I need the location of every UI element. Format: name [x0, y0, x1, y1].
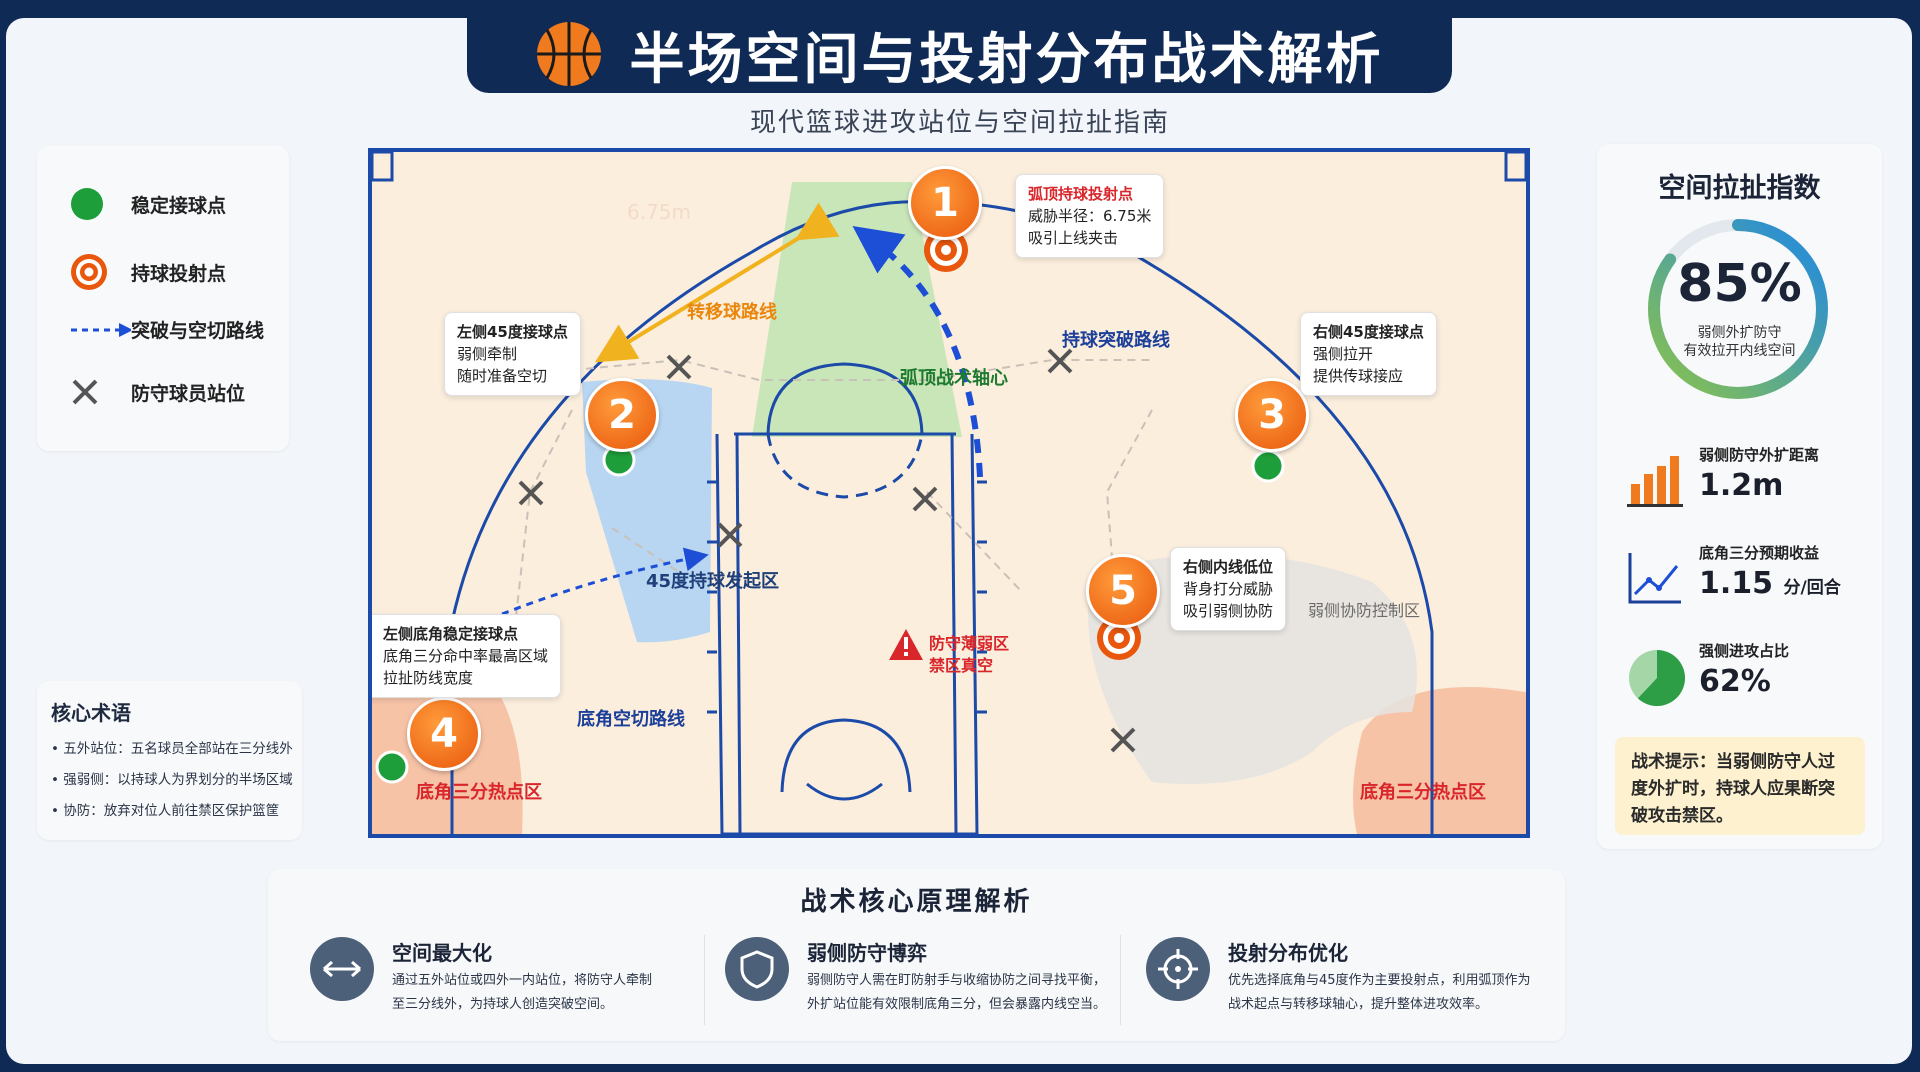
drive-route-line [852, 225, 983, 478]
legend-item-route: 突破与空切路线 [69, 316, 264, 343]
player-badge-3: 3 [1235, 378, 1309, 452]
zone-label-arc-axis: 弧顶战术轴心 [900, 368, 1008, 389]
route-label-corner-cut: 底角空切路线 [577, 709, 685, 730]
page-title: 半场空间与投射分布战术解析 [629, 26, 1384, 91]
bar-chart-icon [1627, 456, 1683, 507]
stat-corner-expected: 底角三分预期收益 1.15 分/回合 [1627, 542, 1867, 616]
court-diagram: 6.75m 弧顶战术轴心 45度持球发起区 弱侧协防控制区 底角三分热点区 底角… [368, 148, 1530, 838]
basketball-icon [537, 21, 602, 86]
x-mark-icon [72, 379, 98, 405]
route-label-transfer: 转移球路线 [687, 302, 777, 323]
principle-weak-side: 弱侧防守博弈 弱侧防守人需在盯防射手与收缩协防之间寻找平衡，外扩站位能有效限制底… [703, 927, 1123, 1027]
divider [704, 935, 705, 1025]
callout-player-4: 左侧底角稳定接球点 底角三分命中率最高区域 拉扯防线宽度 [372, 614, 562, 698]
zone-label-corner-right: 底角三分热点区 [1360, 782, 1486, 803]
stat-strong-side-share: 强侧进攻占比 62% [1627, 640, 1867, 714]
court-svg [372, 152, 1526, 834]
zone-label-weak-help: 弱侧协防控制区 [1308, 601, 1421, 620]
player-badge-5: 5 [1086, 554, 1160, 628]
crosshair-icon [1146, 937, 1210, 1001]
gauge-caption-2: 有效拉开内线空间 [1683, 343, 1796, 359]
principles-panel: 战术核心原理解析 空间最大化 通过五外站位或四外一内站位，将防守人牵制至三分线外… [268, 869, 1565, 1041]
distance-label: 6.75m [627, 200, 692, 224]
tactic-tip: 战术提示：当弱侧防守人过度外扩时，持球人应果断突破攻击禁区。 [1615, 737, 1865, 835]
gauge-ring [1648, 219, 1828, 399]
legend-label: 突破与空切路线 [131, 320, 265, 342]
zone-label-paint-weak: 防守薄弱区 [929, 634, 1010, 653]
term-item: • 协防：放弃对位人前往禁区保护篮筐 [51, 803, 280, 819]
stat-value: 62% [1699, 664, 1771, 699]
player-badge-1: 1 [908, 166, 982, 240]
title-banner: 半场空间与投射分布战术解析 [467, 14, 1452, 93]
green-dot-icon [71, 188, 103, 220]
zone-label-corner-left: 底角三分热点区 [416, 782, 542, 803]
legend-item-stable: 稳定接球点 [69, 186, 226, 222]
divider [1120, 935, 1121, 1025]
stat-value: 1.15 [1699, 566, 1774, 601]
target-point-1 [924, 228, 968, 272]
callout-player-3: 右侧45度接球点 强侧拉开 提供传球接应 [1300, 312, 1437, 396]
page-subtitle: 现代篮球进攻站位与空间拉扯指南 [749, 108, 1170, 138]
stat-value: 1.2m [1699, 468, 1784, 503]
terms-title: 核心术语 [51, 701, 131, 725]
legend-panel: 稳定接球点 持球投射点 突破与空切路线 防守球员站位 [37, 146, 289, 451]
dashed-arrow-icon [71, 322, 131, 337]
legend-item-shooting: 持球投射点 [69, 252, 226, 292]
term-item: • 强弱侧：以持球人为界划分的半场区域 [51, 772, 293, 788]
callout-player-5: 右侧内线低位 背身打分威胁 吸引弱侧协防 [1170, 547, 1287, 631]
target-icon [71, 254, 107, 290]
zone-label-paint-vacuum: 禁区真空 [929, 656, 994, 675]
rim-arc [806, 782, 883, 801]
terms-panel: 核心术语 • 五外站位：五名球员全部站在三分线外 • 强弱侧：以持球人为界划分的… [37, 681, 302, 840]
shield-icon [725, 937, 789, 1001]
stat-weak-side-distance: 弱侧防守外扩距离 1.2m [1627, 444, 1867, 518]
warning-icon [889, 629, 923, 660]
callout-player-1: 弧顶持球投射点 威胁半径：6.75米 吸引上线夹击 [1015, 174, 1165, 258]
stat-unit: 分/回合 [1783, 578, 1841, 598]
legend-label: 持球投射点 [131, 262, 227, 285]
legend-item-defender: 防守球员站位 [69, 376, 245, 408]
principle-shot-distribution: 投射分布优化 优先选择底角与45度作为主要投射点，利用弧顶作为战术起点与转移球轴… [1124, 927, 1544, 1027]
restricted-circle [780, 718, 912, 793]
metrics-title: 空间拉扯指数 [1658, 173, 1821, 204]
gauge-caption-1: 弱侧外扩防守 [1697, 325, 1782, 341]
defender-marks [518, 348, 1136, 753]
principles-title: 战术核心原理解析 [800, 887, 1033, 917]
line-chart-icon [1628, 553, 1681, 604]
route-label-drive: 持球突破路线 [1062, 330, 1170, 351]
legend-label: 稳定接球点 [131, 194, 227, 217]
paint-inner [735, 433, 958, 834]
term-item: • 五外站位：五名球员全部站在三分线外 [51, 741, 293, 757]
player-badge-2: 2 [585, 378, 659, 452]
zone-corner-right [1353, 687, 1526, 834]
player-badge-4: 4 [407, 697, 481, 771]
metrics-panel: 空间拉扯指数 85% 弱侧外扩防守 有效拉开内线空间 弱侧防守外扩距离 1.2m… [1597, 144, 1882, 849]
arrows-icon [310, 937, 374, 1001]
principle-space: 空间最大化 通过五外站位或四外一内站位，将防守人牵制至三分线外，为持球人创造突破… [288, 927, 708, 1027]
paint-outer [715, 433, 979, 834]
stable-point-3 [1251, 449, 1285, 483]
callout-player-2: 左侧45度接球点 弱侧牵制 随时准备空切 [444, 312, 581, 396]
free-throw-arc-top [766, 362, 924, 435]
legend-label: 防守球员站位 [131, 382, 246, 405]
transfer-route-line [594, 202, 840, 363]
pie-chart-icon [1629, 650, 1685, 706]
zone-label-wing: 45度持球发起区 [646, 571, 780, 592]
stable-point-4 [375, 750, 409, 784]
free-throw-arc-bottom [766, 433, 924, 499]
gauge-value: 85% [1677, 254, 1802, 314]
